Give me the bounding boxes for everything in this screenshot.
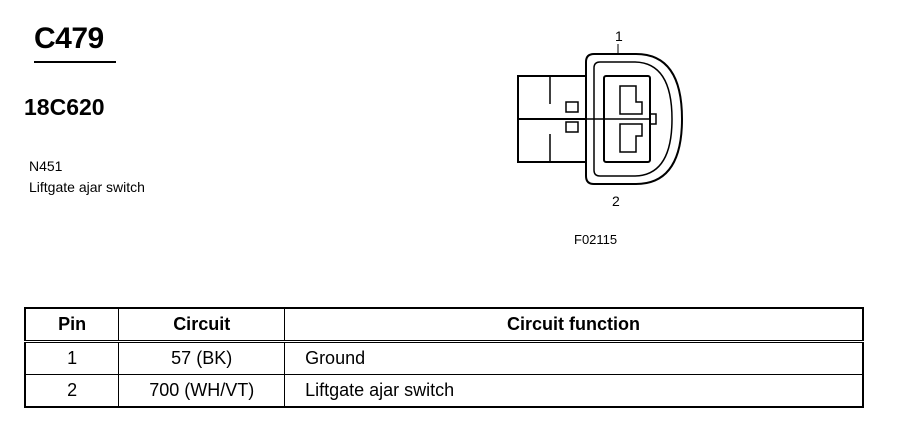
row-circuit: 57 (BK) xyxy=(118,340,286,375)
table-header-row: Pin Circuit Circuit function xyxy=(24,307,864,343)
component-description: Liftgate ajar switch xyxy=(29,179,145,195)
terminal-pin-2 xyxy=(619,123,643,153)
pin-1-label: 1 xyxy=(615,28,623,44)
row-pin: 2 xyxy=(24,373,120,408)
connector-housing-inner xyxy=(593,61,673,177)
pin-2-label: 2 xyxy=(612,193,620,209)
row-pin: 1 xyxy=(24,340,120,375)
table-row: 1 57 (BK) Ground xyxy=(24,340,864,375)
latch-tab-upper xyxy=(565,101,579,113)
header-circuit: Circuit xyxy=(118,307,286,343)
header-pin: Pin xyxy=(24,307,120,343)
figure-id: F02115 xyxy=(574,232,618,247)
connector-housing-outer xyxy=(585,53,684,185)
table-row: 2 700 (WH/VT) Liftgate ajar switch xyxy=(24,373,864,408)
connector-face-diagram xyxy=(517,44,684,185)
pinout-table: Pin Circuit Circuit function 1 57 (BK) G… xyxy=(24,307,864,408)
latch-tab-lower xyxy=(565,121,579,133)
row-circuit: 700 (WH/VT) xyxy=(118,373,286,408)
terminal-key xyxy=(649,113,657,125)
row-function: Liftgate ajar switch xyxy=(284,373,864,408)
connector-id-underline xyxy=(34,61,116,63)
component-code: N451 xyxy=(29,158,63,174)
part-number: 18C620 xyxy=(24,94,105,120)
connector-id: C479 xyxy=(34,22,104,55)
terminal-pin-1 xyxy=(619,85,643,115)
row-function: Ground xyxy=(284,340,864,375)
header-circuit-function: Circuit function xyxy=(284,307,864,343)
